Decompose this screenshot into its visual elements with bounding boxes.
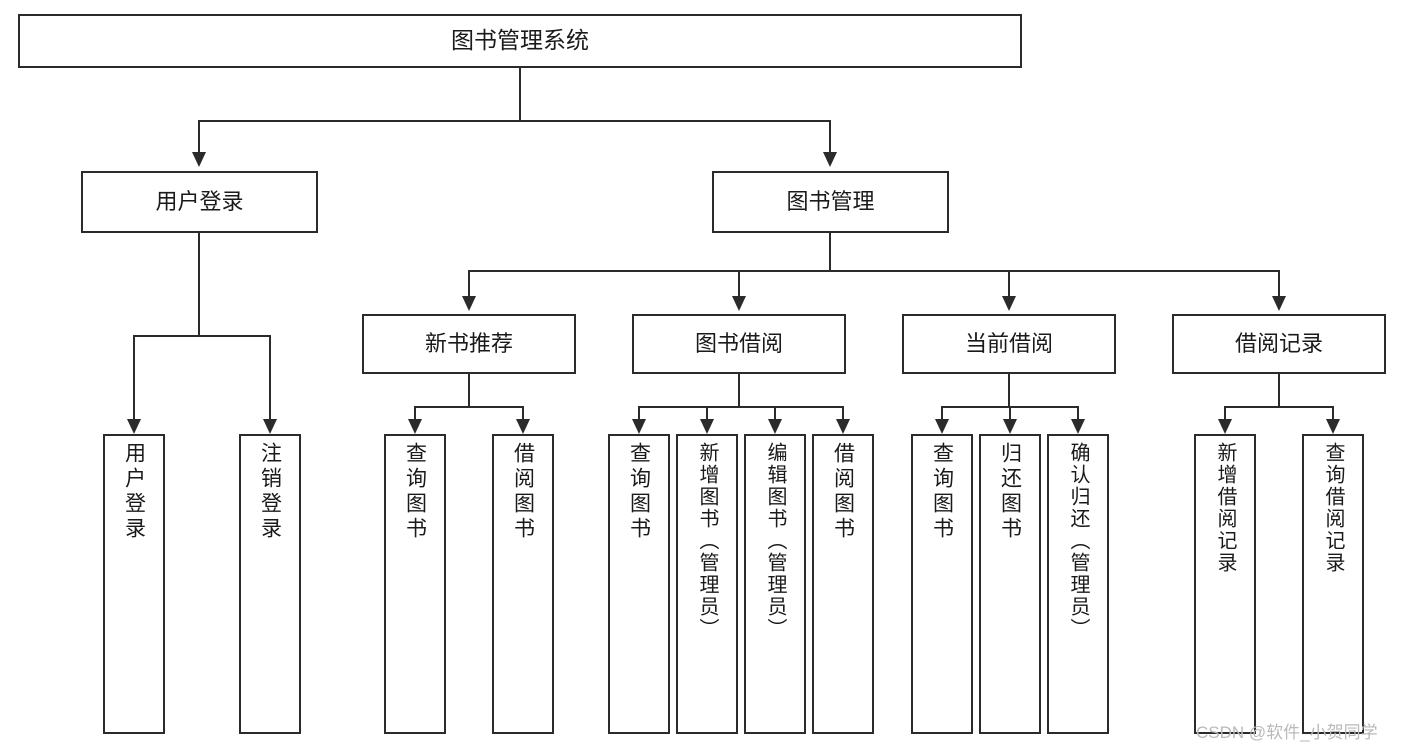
edge-new-book-leaf-1: [522, 406, 524, 420]
node-label: 图书管理系统: [451, 27, 589, 54]
node-user-login[interactable]: 用户登录: [81, 171, 318, 233]
node-label: 借阅图书: [511, 442, 535, 542]
leaf-cb-return-book[interactable]: 归还图书: [979, 434, 1041, 734]
node-label: 确认归还（管理员）: [1067, 442, 1089, 640]
node-label: 当前借阅: [964, 331, 1053, 357]
arrowhead-borrow-record-leaf-1: [1326, 419, 1340, 434]
edge-user-login-leaf-1: [269, 335, 271, 420]
node-label: 查询图书: [930, 442, 954, 542]
edge-book-borrow-leaf-2: [774, 406, 776, 420]
leaf-logout[interactable]: 注销登录: [239, 434, 301, 734]
node-new-book-recommend[interactable]: 新书推荐: [362, 314, 576, 374]
edge-user-login-leaf-0: [133, 335, 135, 420]
leaf-bb-borrow-book[interactable]: 借阅图书: [812, 434, 874, 734]
node-label: 编辑图书（管理员）: [764, 442, 786, 640]
node-label: 新增借阅记录: [1214, 442, 1236, 574]
node-label: 图书管理: [786, 189, 875, 215]
edge-to-book-manage: [829, 120, 831, 153]
arrowhead-user-login-leaf-0: [127, 419, 141, 434]
arrowhead-borrow-record: [1272, 296, 1286, 311]
edge-current-borrow-leaf-1: [1009, 406, 1011, 420]
edge-to-user-login: [198, 120, 200, 153]
arrowhead-book-borrow: [732, 296, 746, 311]
edge-current-borrow-leaf-0: [941, 406, 943, 420]
edge-level3-bus: [468, 270, 1280, 272]
node-label: 查询图书: [403, 442, 427, 542]
node-label: 新书推荐: [424, 331, 513, 357]
arrowhead-new-book: [462, 296, 476, 311]
arrowhead-book-manage: [823, 152, 837, 167]
edge-new-book-leaf-0: [414, 406, 416, 420]
arrowhead-user-login-leaf-1: [263, 419, 277, 434]
leaf-bb-query-book[interactable]: 查询图书: [608, 434, 670, 734]
edge-borrow-record-leaf-0: [1224, 406, 1226, 420]
edge-to-new-book: [468, 270, 470, 297]
node-book-manage[interactable]: 图书管理: [712, 171, 949, 233]
edge-book-borrow-stem: [738, 374, 740, 407]
node-label: 新增图书（管理员）: [696, 442, 718, 640]
node-label: 图书借阅: [694, 331, 783, 357]
csdn-watermark: CSDN @软件_小贺同学: [1196, 723, 1378, 742]
edge-borrow-record-leaf-1: [1332, 406, 1334, 420]
edge-level2-bus: [198, 120, 831, 122]
arrowhead-new-book-leaf-0: [408, 419, 422, 434]
arrowhead-book-borrow-leaf-0: [632, 419, 646, 434]
edge-borrow-record-bus: [1224, 406, 1334, 408]
node-label: 用户登录: [155, 189, 244, 215]
node-book-borrow[interactable]: 图书借阅: [632, 314, 846, 374]
edge-book-borrow-bus: [638, 406, 842, 408]
edge-root-stem: [519, 68, 521, 120]
leaf-br-query-record[interactable]: 查询借阅记录: [1302, 434, 1364, 734]
node-label: 借阅图书: [831, 442, 855, 542]
arrowhead-current-borrow-leaf-1: [1003, 419, 1017, 434]
node-root-system[interactable]: 图书管理系统: [18, 14, 1022, 68]
node-label: 用户登录: [122, 442, 146, 542]
edge-to-book-borrow: [738, 270, 740, 297]
leaf-cb-query-book[interactable]: 查询图书: [911, 434, 973, 734]
node-label: 归还图书: [998, 442, 1022, 542]
arrowhead-current-borrow: [1002, 296, 1016, 311]
arrowhead-current-borrow-leaf-2: [1071, 419, 1085, 434]
node-current-borrow[interactable]: 当前借阅: [902, 314, 1116, 374]
edge-book-borrow-leaf-3: [842, 406, 844, 420]
edge-book-manage-stem: [829, 233, 831, 271]
arrowhead-book-borrow-leaf-1: [700, 419, 714, 434]
edge-book-borrow-leaf-0: [638, 406, 640, 420]
edge-to-current-borrow: [1008, 270, 1010, 297]
node-borrow-record[interactable]: 借阅记录: [1172, 314, 1386, 374]
edge-current-borrow-stem: [1008, 374, 1010, 407]
edge-user-login-stem: [198, 233, 200, 335]
leaf-nb-query-book[interactable]: 查询图书: [384, 434, 446, 734]
edge-current-borrow-leaf-2: [1077, 406, 1079, 420]
edge-new-book-stem: [468, 374, 470, 407]
edge-borrow-record-stem: [1278, 374, 1280, 407]
leaf-bb-edit-book-admin[interactable]: 编辑图书（管理员）: [744, 434, 806, 734]
node-label: 注销登录: [258, 442, 282, 542]
arrowhead-book-borrow-leaf-3: [836, 419, 850, 434]
leaf-br-add-record[interactable]: 新增借阅记录: [1194, 434, 1256, 734]
leaf-bb-add-book-admin[interactable]: 新增图书（管理员）: [676, 434, 738, 734]
arrowhead-borrow-record-leaf-0: [1218, 419, 1232, 434]
node-label: 查询借阅记录: [1322, 442, 1344, 574]
node-label: 查询图书: [627, 442, 651, 542]
leaf-user-login[interactable]: 用户登录: [103, 434, 165, 734]
arrowhead-current-borrow-leaf-0: [935, 419, 949, 434]
edge-to-borrow-record: [1278, 270, 1280, 297]
arrowhead-new-book-leaf-1: [516, 419, 530, 434]
leaf-cb-confirm-return-admin[interactable]: 确认归还（管理员）: [1047, 434, 1109, 734]
node-label: 借阅记录: [1234, 331, 1323, 357]
edge-book-borrow-leaf-1: [706, 406, 708, 420]
edge-user-login-bus: [133, 335, 270, 337]
arrowhead-user-login: [192, 152, 206, 167]
leaf-nb-borrow-book[interactable]: 借阅图书: [492, 434, 554, 734]
arrowhead-book-borrow-leaf-2: [768, 419, 782, 434]
edge-new-book-bus: [414, 406, 524, 408]
